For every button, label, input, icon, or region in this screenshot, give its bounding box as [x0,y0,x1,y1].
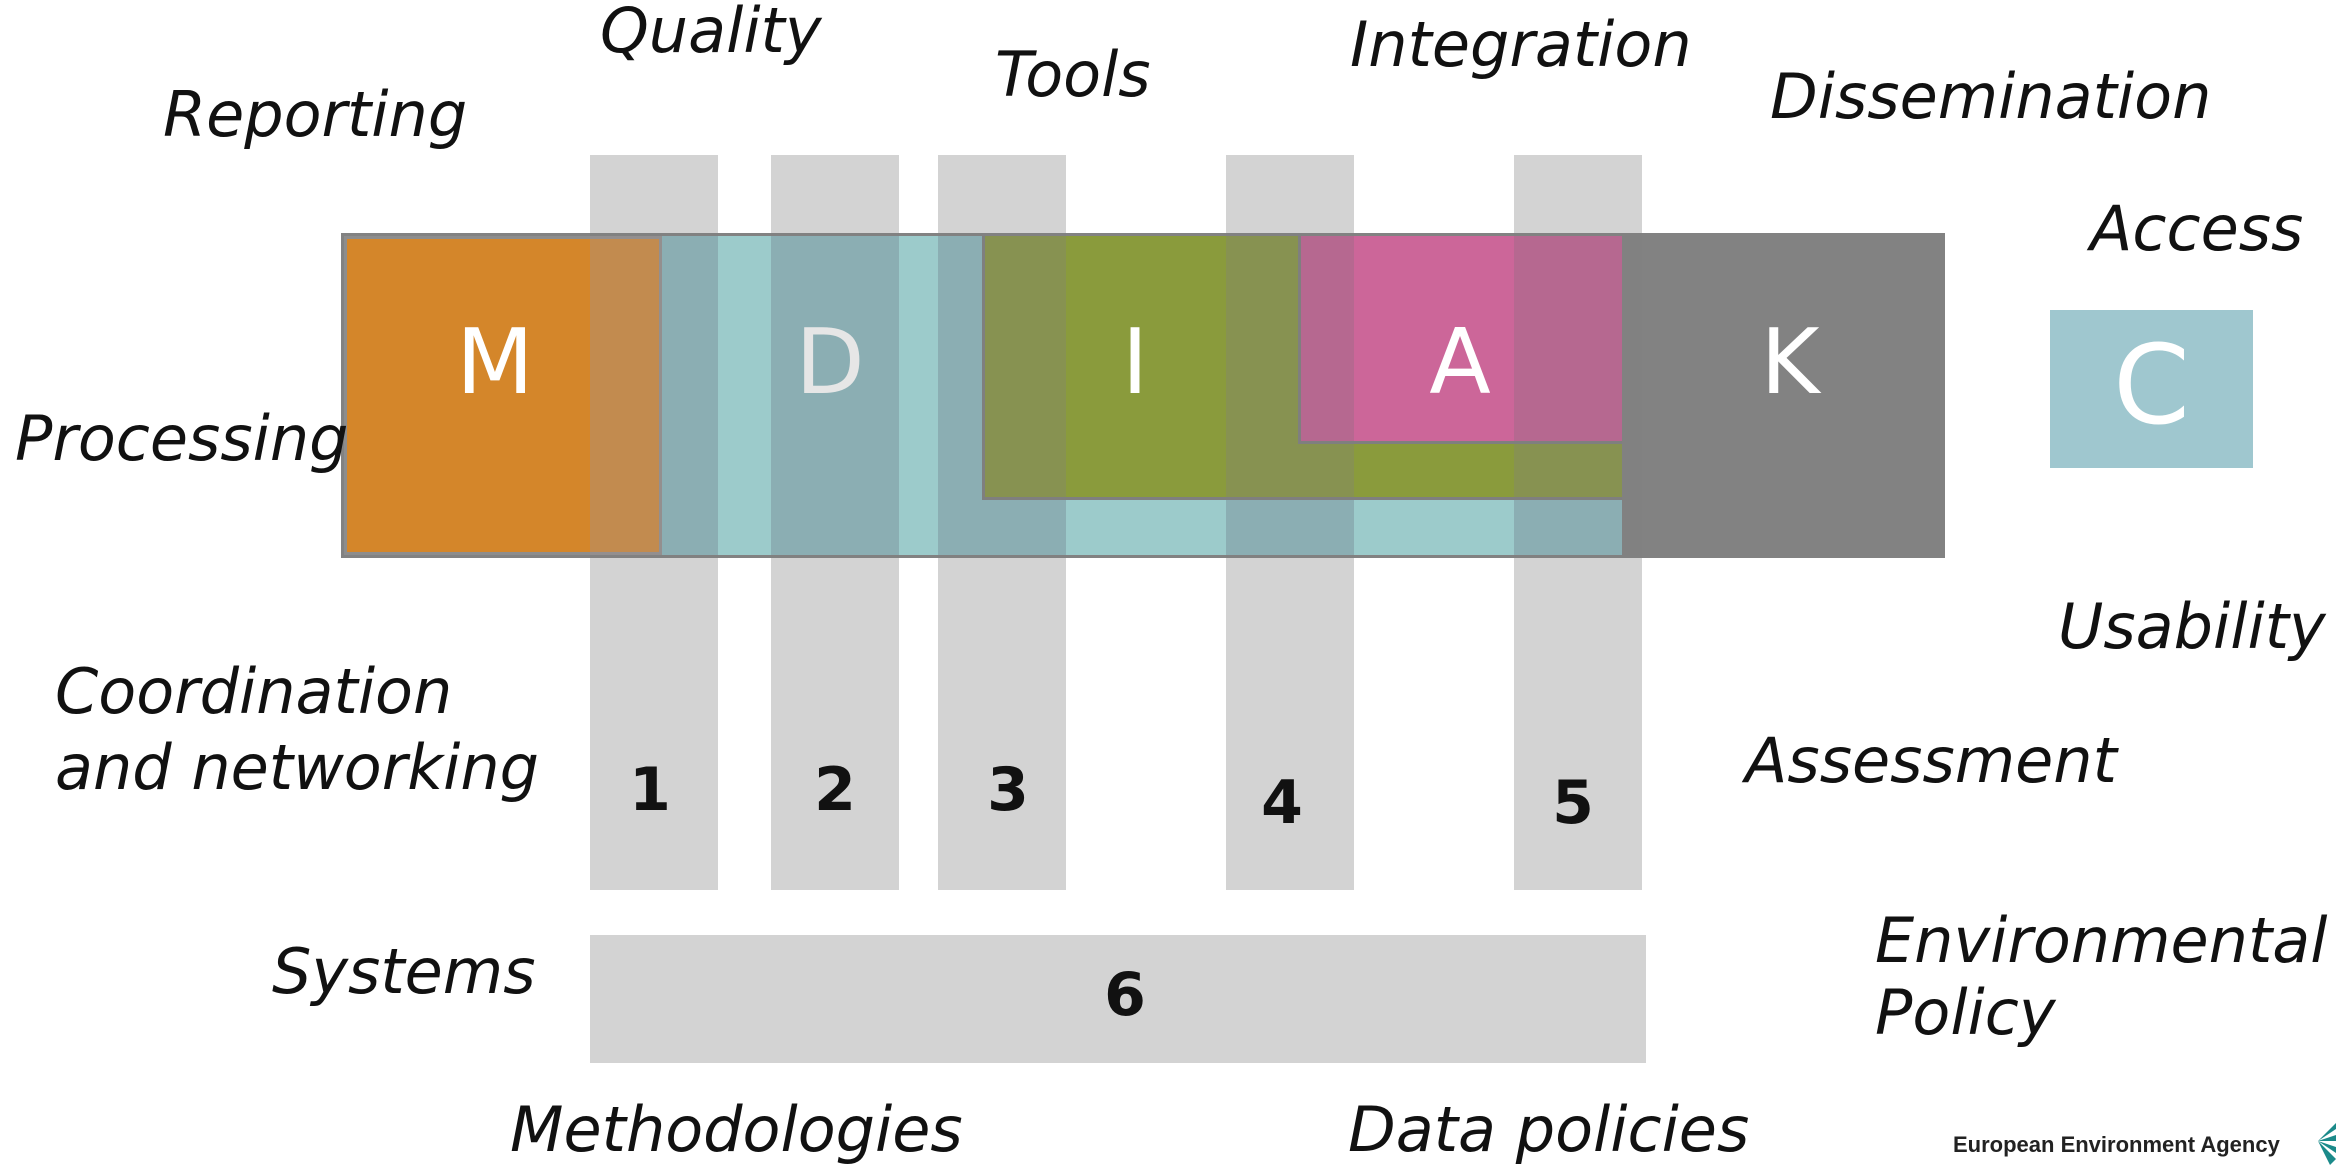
monitoring-column-overlay [590,236,662,555]
communication-box [2050,310,2253,468]
assessment-column-overlay-4 [1301,236,1354,441]
label-access: Access [2090,192,2304,265]
stage-letter-a: A [1429,310,1491,415]
bar-6 [590,935,1646,1063]
number-2: 2 [814,755,856,825]
stage-letter-d: D [795,310,865,415]
label-environmental-policy: Environmental Policy [1875,904,2328,1049]
label-integration: Integration [1350,8,1692,81]
label-quality: Quality [600,0,822,67]
label-reporting: Reporting [163,78,468,151]
stage-letter-k: K [1760,310,1820,415]
label-usability: Usability [2058,590,2326,663]
label-coordination: Coordination and networking [55,655,540,804]
assessment-box [1298,236,1622,444]
label-processing: Processing [15,402,349,475]
stage-letter-c: C [2113,321,2190,449]
label-data-policies: Data policies [1348,1093,1750,1166]
number-4: 4 [1261,768,1303,838]
number-3: 3 [987,755,1029,825]
label-dissemination: Dissemination [1770,60,2212,133]
information-column-overlay-3 [985,236,1066,497]
number-1: 1 [629,755,671,825]
label-systems: Systems [272,935,536,1008]
stage-letter-m: M [456,310,534,415]
stage-letter-i: I [1121,310,1149,415]
logo-text: European Environment Agency [1953,1132,2280,1157]
number-5: 5 [1552,768,1594,838]
monitoring-box [344,236,662,555]
data-column-overlay-1 [662,236,718,555]
eea-logo-icon [2318,1123,2336,1165]
assessment-column-overlay-5 [1514,236,1622,441]
label-methodologies: Methodologies [510,1093,963,1166]
number-6: 6 [1104,960,1146,1030]
label-tools: Tools [995,38,1151,111]
label-assessment: Assessment [1745,724,2117,797]
data-column-overlay-2 [771,236,899,555]
